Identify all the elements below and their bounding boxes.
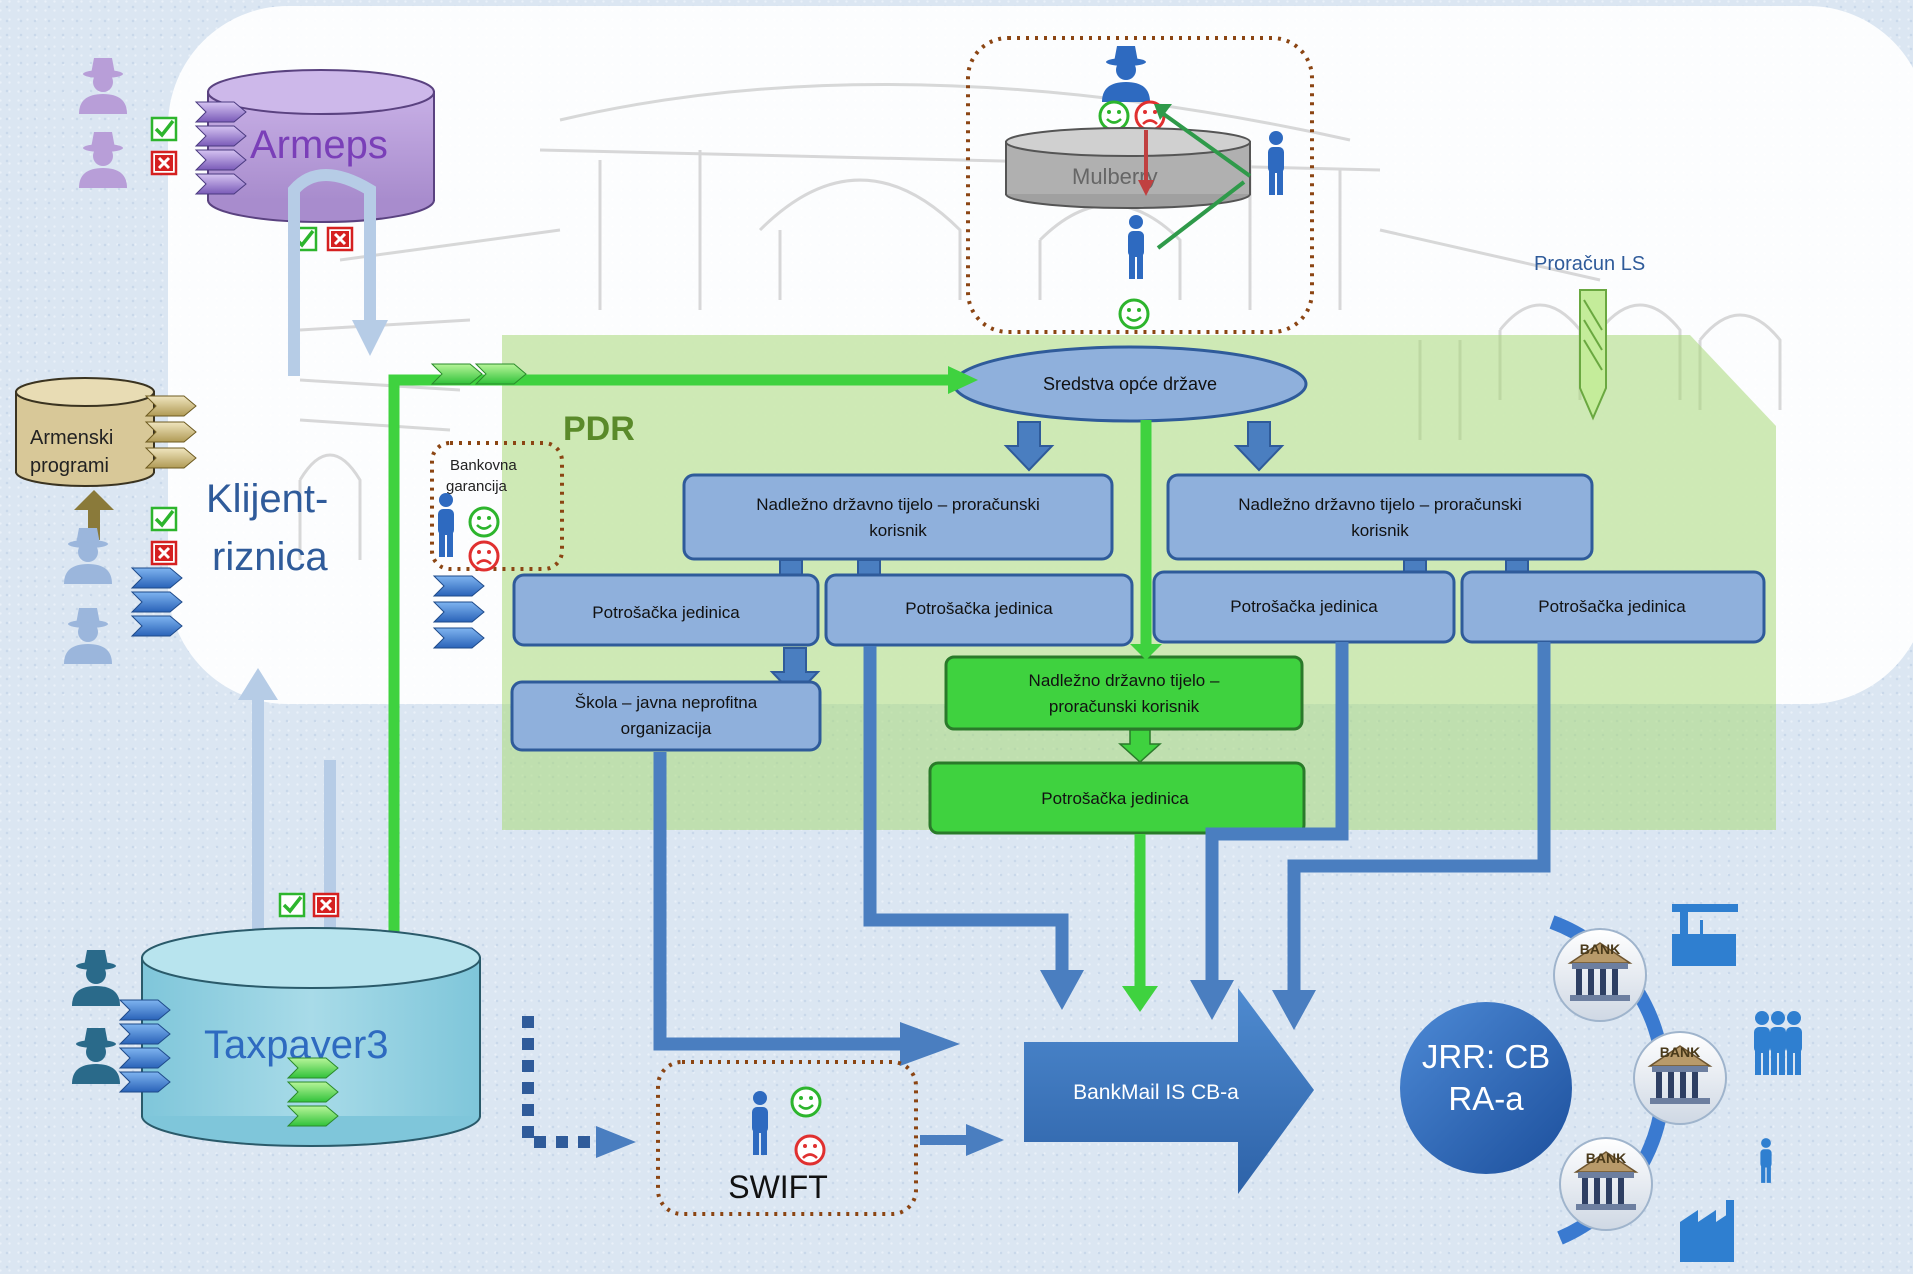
skola-line: Škola – javna neprofitna <box>575 693 758 712</box>
checkbox-x-icon <box>312 892 340 918</box>
frown-icon <box>794 1134 826 1166</box>
agent-icon <box>64 608 112 664</box>
nadlezno-box-green <box>944 655 1304 731</box>
crane-icon <box>1672 904 1738 966</box>
skola-line: organizacija <box>621 719 712 738</box>
up-arrow-icon <box>74 490 114 540</box>
armenski-label-line: Armenski <box>30 427 113 449</box>
checkbox-ok-icon <box>278 892 306 918</box>
jrr-label: JRR: CB RA-a <box>1422 1038 1550 1117</box>
nadlezno-left-label: Nadležno državno tijelo – proračunski kor… <box>756 495 1040 540</box>
armenski-label: Armenski programi <box>30 427 113 477</box>
pj1-label: Potrošačka jedinica <box>592 603 740 622</box>
swift-label: SWIFT <box>728 1169 828 1205</box>
agent-icon <box>79 58 127 114</box>
bankmail-label: BankMail IS CB-a <box>1073 1081 1239 1104</box>
potrosacka-box-1 <box>512 573 820 647</box>
bankovna-line: Bankovna <box>450 457 517 474</box>
green-arrowhead <box>948 366 978 394</box>
pencil-icon <box>1579 289 1607 421</box>
smiley-icon <box>468 506 500 538</box>
nadlezno-green-label: Nadležno državno tijelo – proračunski kor… <box>1029 671 1220 716</box>
person-icon <box>1760 1138 1772 1183</box>
bank-icon: BANK <box>1633 1031 1727 1125</box>
group-icon <box>1754 1011 1802 1075</box>
checkbox-x-icon <box>150 540 178 566</box>
factory-icon <box>1680 1200 1734 1262</box>
armenski-users <box>64 528 112 664</box>
taxpayer-users <box>72 950 120 1084</box>
armeps-label: Armeps <box>250 123 388 167</box>
agent-icon <box>72 1028 120 1084</box>
swift-box: SWIFT <box>656 1060 918 1216</box>
klijent-line: Klijent- <box>206 477 328 521</box>
armeps-users <box>79 58 127 188</box>
bank-text: BANK <box>1660 1044 1700 1060</box>
pj-green-label: Potrošačka jedinica <box>1041 789 1189 808</box>
dotted-arrow <box>522 1016 636 1158</box>
checkbox-ok-icon <box>150 116 178 142</box>
skola-box <box>510 680 822 752</box>
bankmail-arrow <box>1024 988 1314 1194</box>
mulberry-box: Mulberry <box>966 36 1314 334</box>
pj2-label: Potrošačka jedinica <box>905 599 1053 618</box>
nadlezno-line: korisnik <box>1351 521 1409 540</box>
potrosacka-box-3 <box>1152 570 1456 644</box>
nadlezno-line: Nadležno državno tijelo – proračunski <box>1238 495 1522 514</box>
checkbox-x-icon <box>326 226 354 252</box>
nadlezno-right-label: Nadležno državno tijelo – proračunski kor… <box>1238 495 1522 540</box>
jrr-circle <box>1400 1002 1572 1174</box>
green-arrowhead <box>1130 644 1162 660</box>
bank-icons: BANK BANK BANK <box>1553 928 1727 1231</box>
potrosacka-box-2 <box>824 573 1134 647</box>
potrosacka-box-green <box>928 761 1306 835</box>
green-small-arrow <box>1118 729 1162 764</box>
bankovna-garancija-box: Bankovna garancija <box>430 441 564 572</box>
bank-icon: BANK <box>1559 1137 1653 1231</box>
green-top-chevrons <box>431 363 527 385</box>
nadlezno-box-left <box>682 473 1114 561</box>
frown-icon <box>468 540 500 572</box>
agent-icon <box>64 528 112 584</box>
blue-flow-arrowheads <box>900 970 1316 1066</box>
blue-flow-lines <box>653 642 1551 1051</box>
bank-text: BANK <box>1586 1150 1626 1166</box>
bankovna-line: garancija <box>446 478 508 495</box>
smiley-icon <box>1098 100 1130 132</box>
nadlezno-line: Nadležno državno tijelo – proračunski <box>756 495 1040 514</box>
agent-icon <box>72 950 120 1006</box>
nadlezno-line: Nadležno državno tijelo – <box>1029 671 1220 690</box>
skola-label: Škola – javna neprofitna organizacija <box>575 693 758 738</box>
armenski-label-line: programi <box>30 455 109 477</box>
smiley-icon <box>1118 298 1150 330</box>
agent-icon <box>79 132 127 188</box>
klijent-line: riznica <box>212 535 328 579</box>
pj4-label: Potrošačka jedinica <box>1538 597 1686 616</box>
armenski-programi-database: Armenski programi <box>15 377 155 487</box>
sredstva-label: Sredstva opće države <box>1043 374 1217 394</box>
klijent-riznica-label: Klijent-riznica <box>206 477 328 579</box>
nadlezno-line: proračunski korisnik <box>1049 697 1200 716</box>
pj3-label: Potrošačka jedinica <box>1230 597 1378 616</box>
potrosacka-box-4 <box>1460 570 1766 644</box>
swift-to-bankmail-arrow <box>920 1124 1004 1156</box>
users-chevrons <box>131 567 183 637</box>
nadlezno-box-right <box>1166 473 1594 561</box>
jrr-line: JRR: CB <box>1422 1038 1550 1075</box>
checkbox-x-icon <box>150 150 178 176</box>
checkbox-ok-icon <box>150 506 178 532</box>
green-arrowhead <box>1122 986 1158 1012</box>
bankovna-label: Bankovna garancija <box>446 457 517 495</box>
person-icon <box>752 1091 768 1155</box>
jrr-line: RA-a <box>1448 1080 1524 1117</box>
pdr-label: PDR <box>563 410 635 448</box>
bank-icon: BANK <box>1553 928 1647 1022</box>
bank-text: BANK <box>1580 941 1620 957</box>
nadlezno-line: korisnik <box>869 521 927 540</box>
proracun-ls-label: Proračun LS <box>1534 253 1645 275</box>
armeps-database: Armeps <box>207 69 435 223</box>
smiley-icon <box>790 1086 822 1118</box>
